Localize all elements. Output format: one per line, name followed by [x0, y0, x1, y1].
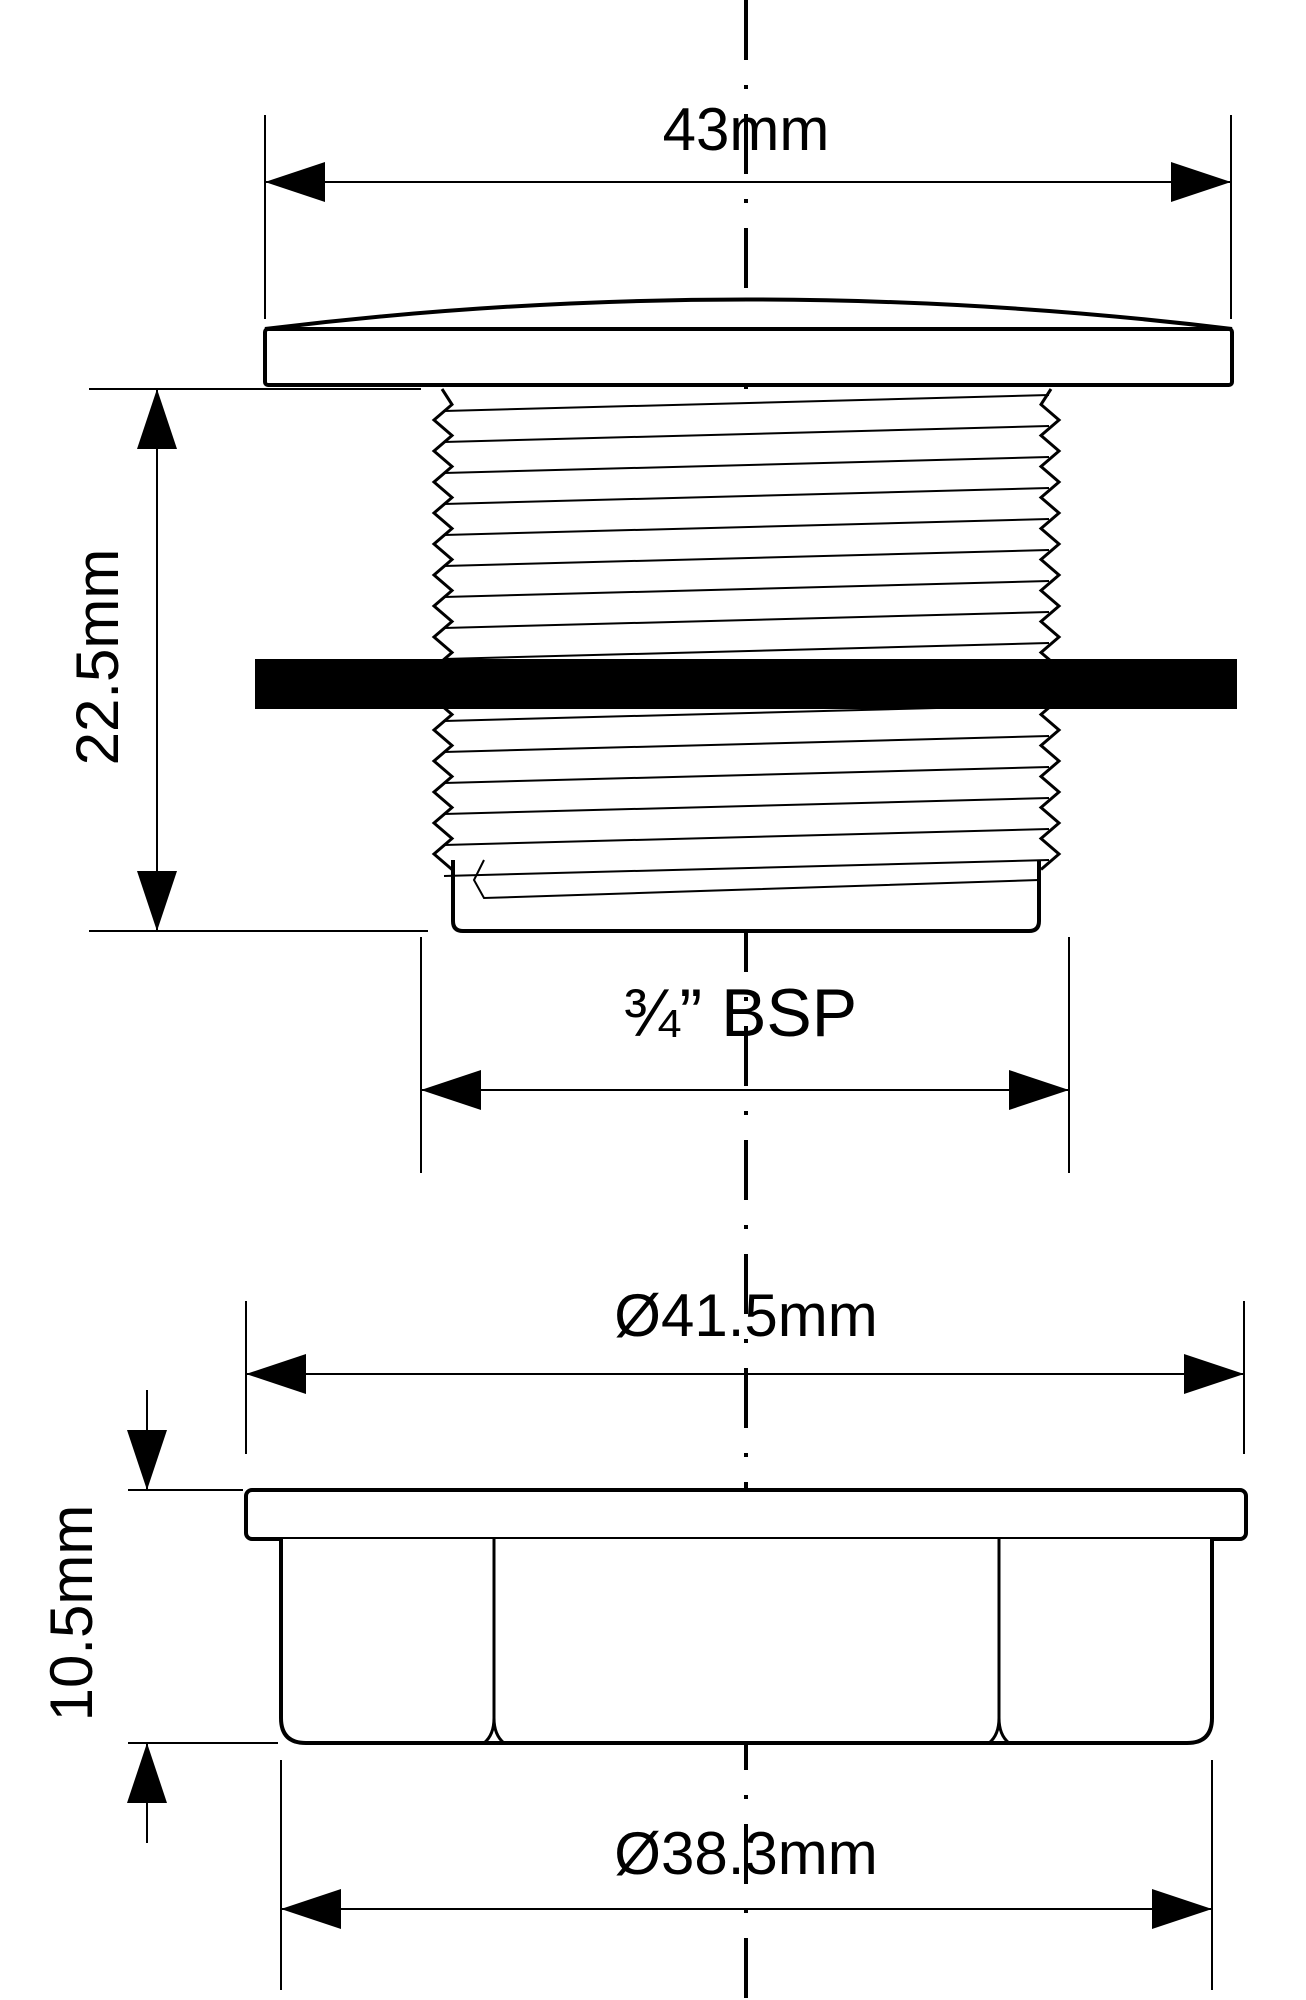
thread-line [443, 828, 1050, 846]
back-nut [244, 1488, 1248, 1745]
thread-line [443, 549, 1050, 567]
dimension-22-5mm [89, 388, 428, 932]
thread-line [443, 611, 1050, 629]
height-label-22-5mm: 22.5mm [64, 549, 131, 766]
thread-line [443, 859, 1050, 877]
height-label-10-5mm: 10.5mm [38, 1505, 105, 1722]
thread-edge-right [1038, 388, 1062, 871]
thread-label-bsp: ¾” BSP [623, 975, 857, 1051]
thread-line [443, 735, 1050, 753]
dimension-43mm [264, 115, 1232, 319]
thread-base [451, 860, 1041, 933]
thread-line [443, 487, 1050, 505]
thread-line [443, 518, 1050, 536]
diameter-label-41-5mm: Ø41.5mm [614, 1282, 877, 1349]
sealing-washer [255, 659, 1237, 709]
dimension-bsp [420, 937, 1070, 1173]
thread-line [443, 425, 1050, 443]
dimension-10-5mm [127, 1390, 278, 1843]
width-label-43mm: 43mm [663, 96, 830, 163]
waste-cap [263, 297, 1234, 387]
dimension-38-3mm [280, 1760, 1213, 1990]
thread-runout [472, 859, 1040, 900]
dimension-41-5mm [245, 1301, 1245, 1454]
thread-edge-left [431, 388, 455, 871]
thread-line [443, 580, 1050, 598]
thread-line [443, 394, 1050, 412]
diameter-label-38-3mm: Ø38.3mm [614, 1820, 877, 1887]
thread-line [443, 456, 1050, 474]
thread-line [443, 766, 1050, 784]
thread-line [443, 642, 1050, 660]
thread-line [443, 797, 1050, 815]
